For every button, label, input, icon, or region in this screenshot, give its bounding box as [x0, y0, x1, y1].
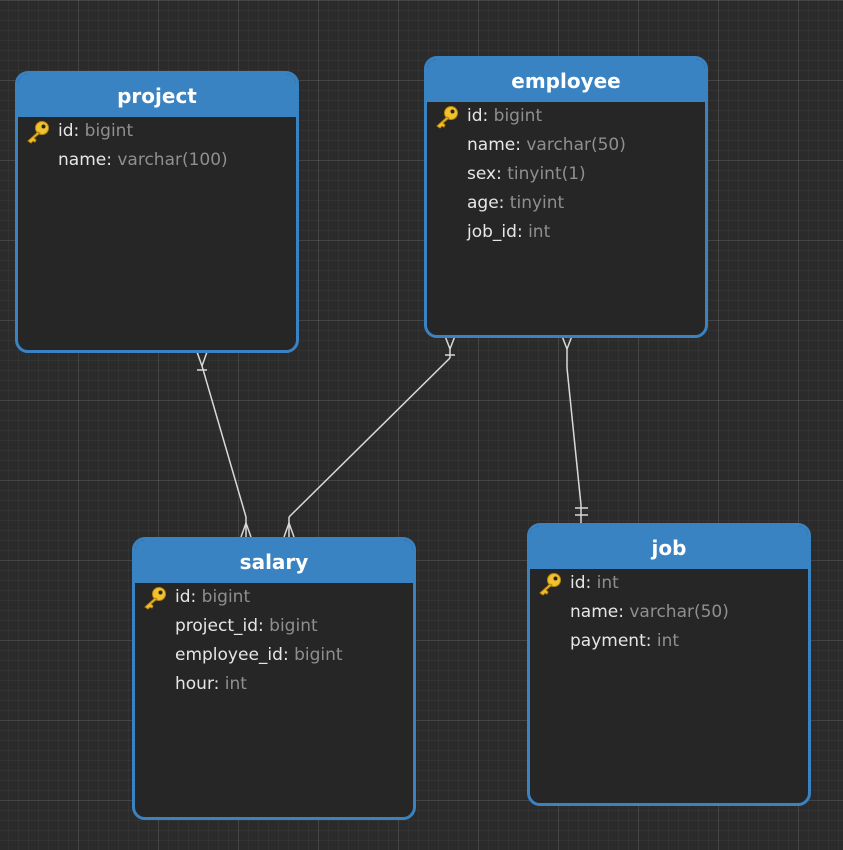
- field-row[interactable]: name: varchar(50): [427, 131, 705, 160]
- table-title: employee: [427, 59, 705, 102]
- field-type: bigint: [196, 587, 251, 607]
- field-separator: :: [618, 602, 624, 622]
- field-type: tinyint: [504, 193, 565, 213]
- field-row[interactable]: payment: int: [530, 627, 808, 656]
- field-row[interactable]: job_id: int: [427, 218, 705, 247]
- field-type: int: [219, 674, 247, 694]
- field-name: job_id: [467, 222, 517, 242]
- field-separator: :: [190, 587, 197, 607]
- field-name: employee_id: [175, 645, 283, 665]
- field-name: hour: [175, 674, 214, 694]
- field-list: id: int name: varchar(50) payment: int: [530, 569, 808, 656]
- field-name: payment: [570, 631, 646, 651]
- field-row[interactable]: id: bigint: [18, 117, 296, 146]
- key-icon: [27, 121, 49, 144]
- field-list: id: bigint project_id: bigint employee_i…: [135, 583, 413, 699]
- relationship-employee-salary[interactable]: [283, 335, 456, 538]
- field-type: varchar(50): [623, 602, 729, 622]
- field-separator: :: [73, 121, 80, 141]
- field-separator: :: [496, 164, 502, 184]
- field-row[interactable]: sex: tinyint(1): [427, 160, 705, 189]
- field-row[interactable]: age: tinyint: [427, 189, 705, 218]
- key-icon: [436, 106, 458, 129]
- field-type: varchar(50): [520, 135, 626, 155]
- field-type: varchar(100): [111, 150, 228, 170]
- field-separator: :: [585, 573, 592, 593]
- table-title: job: [530, 526, 808, 569]
- field-type: tinyint(1): [501, 164, 586, 184]
- field-type: bigint: [79, 121, 134, 141]
- field-row[interactable]: id: bigint: [135, 583, 413, 612]
- field-separator: :: [498, 193, 505, 213]
- field-row[interactable]: employee_id: bigint: [135, 641, 413, 670]
- field-name: name: [570, 602, 619, 622]
- field-row[interactable]: hour: int: [135, 670, 413, 699]
- key-icon: [539, 573, 561, 596]
- field-separator: :: [515, 135, 521, 155]
- field-row[interactable]: name: varchar(100): [18, 146, 296, 175]
- field-type: bigint: [488, 106, 543, 126]
- field-name: id: [175, 587, 191, 607]
- field-separator: :: [258, 616, 264, 636]
- field-separator: :: [645, 631, 652, 651]
- field-separator: :: [282, 645, 289, 665]
- field-name: name: [58, 150, 107, 170]
- field-name: project_id: [175, 616, 259, 636]
- field-type: bigint: [263, 616, 318, 636]
- field-name: id: [467, 106, 483, 126]
- field-name: name: [467, 135, 516, 155]
- field-row[interactable]: id: bigint: [427, 102, 705, 131]
- field-name: sex: [467, 164, 497, 184]
- table-project[interactable]: project id: bigint name: varchar(100): [15, 71, 299, 353]
- field-separator: :: [106, 150, 112, 170]
- field-list: id: bigint name: varchar(100): [18, 117, 296, 175]
- field-name: age: [467, 193, 499, 213]
- key-icon: [144, 587, 166, 610]
- field-list: id: bigint name: varchar(50) sex: tinyin…: [427, 102, 705, 247]
- field-separator: :: [213, 674, 220, 694]
- table-title: salary: [135, 540, 413, 583]
- table-employee[interactable]: employee id: bigint name: varchar(50) se…: [424, 56, 708, 338]
- field-type: int: [591, 573, 619, 593]
- field-separator: :: [482, 106, 489, 126]
- field-row[interactable]: name: varchar(50): [530, 598, 808, 627]
- field-row[interactable]: project_id: bigint: [135, 612, 413, 641]
- field-name: id: [570, 573, 586, 593]
- field-separator: :: [516, 222, 523, 242]
- field-name: id: [58, 121, 74, 141]
- table-salary[interactable]: salary id: bigint project_id: bigint emp…: [132, 537, 416, 820]
- field-type: int: [522, 222, 551, 242]
- field-type: bigint: [288, 645, 343, 665]
- field-type: int: [651, 631, 680, 651]
- table-title: project: [18, 74, 296, 117]
- field-row[interactable]: id: int: [530, 569, 808, 598]
- relationship-employee-job[interactable]: [561, 335, 588, 523]
- relationship-project-salary[interactable]: [196, 351, 252, 538]
- table-job[interactable]: job id: int name: varchar(50) payment: i…: [527, 523, 811, 806]
